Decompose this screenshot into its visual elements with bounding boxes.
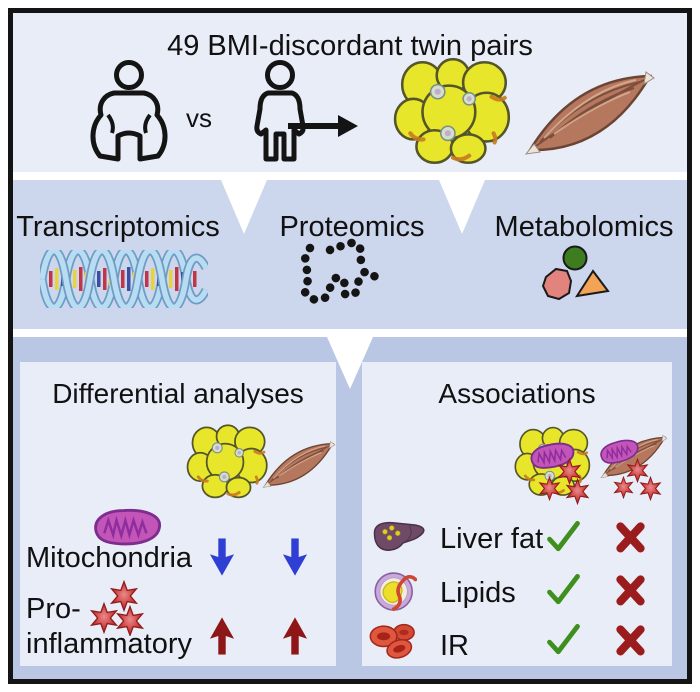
- vs-label: vs: [186, 103, 212, 133]
- red-blood-cells-icon: [368, 620, 418, 662]
- muscle-up-arrow-icon: [282, 616, 308, 656]
- check-icon: [546, 520, 581, 553]
- lipid-particle-icon: [372, 569, 417, 614]
- muscle-tissue-icon: [262, 434, 336, 496]
- associations-panel: [362, 362, 672, 666]
- muscle-down-arrow-icon: [282, 537, 308, 577]
- lipids-label: Lipids: [440, 577, 516, 609]
- omics-label-transcriptomics: Transcriptomics: [16, 211, 220, 243]
- cross-icon: [615, 520, 646, 553]
- pro-inflammatory-label-line2: inflammatory: [26, 628, 192, 660]
- associations-title: Associations: [438, 378, 596, 409]
- check-icon: [546, 573, 581, 606]
- differential-analyses-panel: [20, 362, 336, 666]
- metabolite-shapes-icon: [542, 244, 612, 302]
- ir-label: IR: [440, 630, 469, 662]
- dna-helix-icon: [40, 250, 208, 308]
- adipose-tissue-icon: [390, 56, 522, 168]
- omics-label-metabolomics: Metabolomics: [494, 211, 674, 243]
- tissues-with-mitochondria-and-stars-icon: [513, 426, 668, 505]
- adipose-up-arrow-icon: [209, 616, 235, 656]
- figure-title: 49 BMI-discordant twin pairs: [167, 30, 533, 62]
- protein-chain-icon: [298, 238, 386, 306]
- liver-icon: [370, 516, 430, 561]
- adipose-down-arrow-icon: [209, 537, 235, 577]
- liver-fat-label: Liver fat: [440, 523, 544, 555]
- flow-arrow-icon: [286, 112, 360, 140]
- mitochondria-label: Mitochondria: [26, 542, 193, 574]
- differential-analyses-title: Differential analyses: [52, 378, 304, 409]
- muscle-tissue-icon: [524, 64, 656, 164]
- obese-person-icon: [70, 60, 188, 166]
- cross-icon: [615, 623, 646, 656]
- pro-inflammatory-label-line1: Pro-: [26, 593, 81, 625]
- check-icon: [546, 623, 581, 656]
- omics-label-proteomics: Proteomics: [279, 211, 425, 243]
- cross-icon: [615, 573, 646, 606]
